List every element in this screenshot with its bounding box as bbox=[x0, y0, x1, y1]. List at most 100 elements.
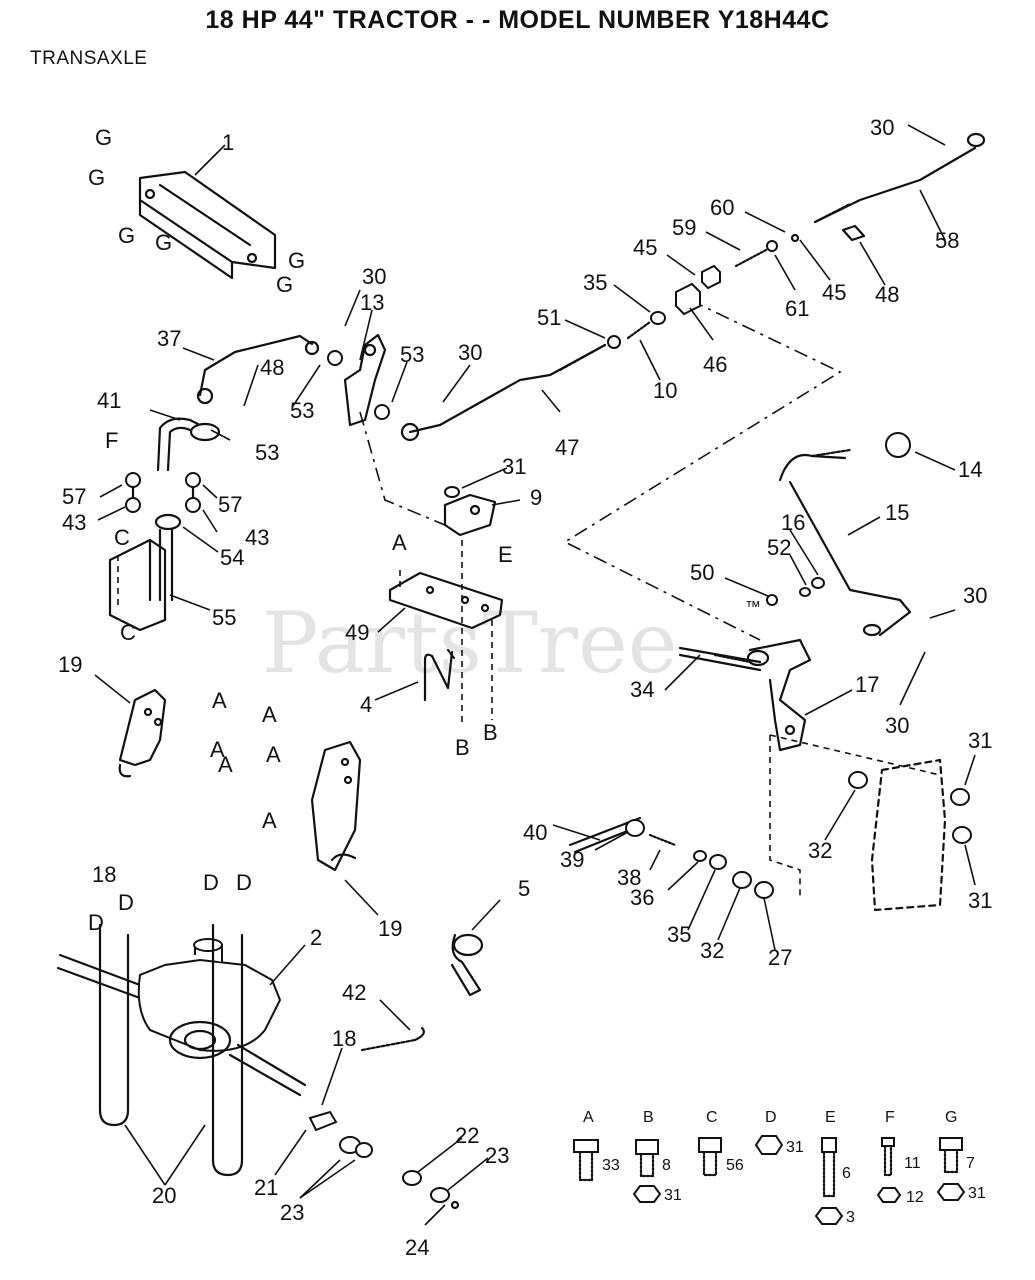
section-title: TRANSAXLE bbox=[30, 48, 148, 69]
part-61-spring bbox=[734, 233, 800, 268]
part-19-bracket-right bbox=[310, 740, 362, 872]
callout: 27 bbox=[768, 945, 792, 970]
legend-part-b-2: 31 bbox=[664, 1187, 682, 1204]
callout: 49 bbox=[345, 620, 369, 645]
watermark: PartsTree bbox=[262, 594, 677, 692]
callout: 43 bbox=[62, 510, 86, 535]
callout: 9 bbox=[530, 485, 542, 510]
callout: A bbox=[210, 737, 225, 762]
callout: G bbox=[288, 248, 305, 273]
part-14-knob bbox=[885, 432, 911, 458]
callout: B bbox=[455, 735, 470, 760]
callout: 24 bbox=[405, 1235, 429, 1260]
callout: 5 bbox=[518, 876, 530, 901]
callout: B bbox=[483, 720, 498, 745]
callout: 13 bbox=[360, 290, 384, 315]
callout: G bbox=[276, 272, 293, 297]
part-58-cable bbox=[813, 132, 986, 224]
part-20-u-bolts bbox=[98, 923, 244, 1177]
callout: C bbox=[120, 620, 136, 645]
callout: A bbox=[262, 808, 277, 833]
part-2-transaxle bbox=[56, 938, 307, 1097]
callout: 30 bbox=[458, 340, 482, 365]
callout: 38 bbox=[617, 865, 641, 890]
callout: 19 bbox=[378, 916, 402, 941]
callout: 14 bbox=[958, 457, 982, 482]
callout: 36 bbox=[630, 885, 654, 910]
watermark-trademark: ™ bbox=[745, 599, 761, 616]
callout: 18 bbox=[92, 862, 116, 887]
callout: 45 bbox=[822, 280, 846, 305]
part-16-52-pin bbox=[799, 577, 825, 597]
part-9-bracket bbox=[443, 486, 497, 537]
legend-key-d: D bbox=[765, 1109, 777, 1126]
callout: D bbox=[118, 890, 134, 915]
callout: G bbox=[155, 230, 172, 255]
callout: 57 bbox=[218, 492, 242, 517]
part-5-clip bbox=[450, 933, 484, 997]
legend-part-e-2: 3 bbox=[846, 1209, 855, 1226]
callout: 52 bbox=[767, 535, 791, 560]
callout: A bbox=[392, 530, 407, 555]
callout: 48 bbox=[875, 282, 899, 307]
callout: 57 bbox=[62, 484, 86, 509]
part-47-rod bbox=[400, 335, 621, 442]
part-13-bracket bbox=[327, 333, 390, 427]
callout: 22 bbox=[455, 1123, 479, 1148]
callout: 20 bbox=[152, 1183, 176, 1208]
callout: 21 bbox=[254, 1175, 278, 1200]
callout: 31 bbox=[502, 454, 526, 479]
page-title: 18 HP 44" TRACTOR - - MODEL NUMBER Y18H4… bbox=[205, 6, 830, 34]
callout: 16 bbox=[781, 510, 805, 535]
legend-key-g: G bbox=[945, 1109, 957, 1126]
callout: 30 bbox=[885, 713, 909, 738]
callout: C bbox=[114, 525, 130, 550]
callout: 51 bbox=[537, 305, 561, 330]
part-10-spring bbox=[626, 311, 666, 340]
callout: 53 bbox=[290, 398, 314, 423]
callout: 23 bbox=[485, 1143, 509, 1168]
callout: 41 bbox=[97, 388, 121, 413]
callout: 46 bbox=[703, 352, 727, 377]
legend-part-c-1: 56 bbox=[726, 1157, 744, 1174]
legend-part-f-2: 12 bbox=[906, 1189, 924, 1206]
callout: 32 bbox=[700, 938, 724, 963]
part-21-key bbox=[308, 1110, 338, 1132]
callout: 58 bbox=[935, 228, 959, 253]
part-50-pin bbox=[766, 594, 778, 606]
part-23-washers-left bbox=[339, 1136, 373, 1158]
part-32-31-plate bbox=[848, 758, 972, 912]
part-4-rod bbox=[423, 648, 456, 702]
callout: 35 bbox=[667, 922, 691, 947]
callout: A bbox=[266, 742, 281, 767]
legend-part-e-1: 6 bbox=[842, 1165, 851, 1182]
callout: 40 bbox=[523, 820, 547, 845]
callout: 39 bbox=[560, 847, 584, 872]
callout: G bbox=[118, 223, 135, 248]
callout-labels: 1 G G G G G G 30 13 37 48 53 53 53 30 41… bbox=[58, 115, 992, 1260]
legend-part-a-1: 33 bbox=[602, 1157, 620, 1174]
callout: 18 bbox=[332, 1026, 356, 1051]
callout: G bbox=[88, 165, 105, 190]
legend-key-f: F bbox=[885, 1109, 895, 1126]
part-19-bracket-left bbox=[118, 688, 167, 778]
part-15-lever bbox=[778, 448, 912, 637]
callout: 53 bbox=[400, 342, 424, 367]
legend-key-c: C bbox=[706, 1109, 718, 1126]
legend-key-a: A bbox=[583, 1109, 594, 1126]
callout: 30 bbox=[362, 264, 386, 289]
callout: 32 bbox=[808, 838, 832, 863]
callout: 19 bbox=[58, 652, 82, 677]
callout: 15 bbox=[885, 500, 909, 525]
part-41-link bbox=[156, 417, 221, 472]
assembly-lines bbox=[117, 299, 941, 900]
part-57-bolts bbox=[125, 472, 201, 513]
callout: G bbox=[95, 125, 112, 150]
callout: 10 bbox=[653, 378, 677, 403]
callout: F bbox=[105, 428, 118, 453]
callout: 50 bbox=[690, 560, 714, 585]
callout: 31 bbox=[968, 728, 992, 753]
callout: 54 bbox=[220, 545, 244, 570]
callout: D bbox=[203, 870, 219, 895]
